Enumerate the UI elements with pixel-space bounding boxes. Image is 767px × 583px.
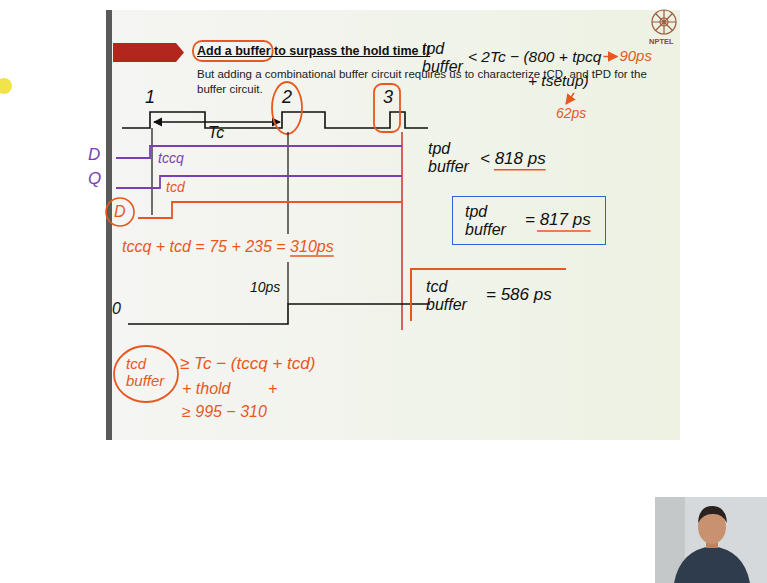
- pointer-highlight: [0, 78, 12, 94]
- period-arrow: [154, 121, 280, 122]
- signal-circle-mark: [106, 198, 134, 226]
- note-arrow: [566, 93, 574, 104]
- result-term: tpd buffer: [465, 203, 513, 238]
- edge-guide-line: [151, 128, 152, 215]
- circled-term: tcd buffer: [126, 356, 174, 389]
- presenter-shirt: [674, 546, 750, 583]
- signal-name: D: [88, 146, 100, 165]
- value-note: 62ps: [556, 106, 586, 121]
- setup-term: tpd buffer: [422, 40, 470, 75]
- signal-name: Q: [88, 170, 101, 189]
- slide-edge: [106, 10, 112, 440]
- term-circle-mark: [114, 346, 178, 402]
- slide-title: Add a buffer to surpass the hold time !!: [197, 45, 430, 59]
- edge-box-mark: [374, 84, 400, 132]
- presenter-webcam: [655, 497, 767, 583]
- clock-edge-number: 3: [383, 88, 393, 108]
- setup-inequality: < 2Tc − (800 + tpcq: [468, 48, 601, 65]
- setup-term: tpd buffer: [428, 140, 476, 175]
- setup-inequality: + tsetup): [528, 72, 589, 89]
- period-label: Tc: [208, 124, 224, 142]
- title-banner: [113, 43, 184, 62]
- d-next-waveform: [138, 202, 402, 218]
- webcam-background: [655, 497, 767, 583]
- logo-ring: [652, 10, 676, 34]
- slide-background: [110, 10, 680, 440]
- hold-inequality: + thold: [182, 380, 230, 398]
- zero-waveform: [128, 304, 430, 324]
- nptel-logo: [652, 10, 676, 34]
- capture-edge-line: [401, 132, 403, 330]
- hold-inequality: ≥ Tc − (tccq + tcd): [180, 355, 315, 374]
- delay-label: 10ps: [250, 280, 280, 295]
- note-arrow: [603, 56, 617, 58]
- clock-edge-number: 1: [145, 88, 155, 108]
- logo-spokes: [652, 10, 676, 34]
- result-term: tcd buffer: [426, 278, 474, 313]
- underline-mark: [494, 169, 546, 171]
- signal-name: 0: [112, 300, 121, 318]
- result-value: = 817 ps: [525, 211, 591, 230]
- presenter-hair: [698, 506, 727, 523]
- edge-guide-line: [287, 262, 288, 304]
- delay-sum: tccq + tcd = 75 + 235 = 310ps: [122, 238, 334, 256]
- q-waveform: [116, 176, 402, 188]
- clock-edge-number: 2: [282, 88, 292, 108]
- edge-circle-mark: [272, 82, 302, 134]
- delay-label: tccq: [158, 151, 184, 166]
- delay-label: tcd: [166, 180, 185, 195]
- value-note: 90ps: [619, 48, 652, 65]
- setup-result: < 818 ps: [480, 150, 546, 169]
- underline-mark: [537, 230, 591, 232]
- underline-mark: [290, 255, 334, 257]
- logo-text: NPTEL: [649, 38, 674, 46]
- result-box: tcd buffer = 586 ps: [410, 268, 566, 321]
- hold-inequality: ≥ 995 − 310: [182, 403, 267, 421]
- signal-name: D: [114, 203, 126, 221]
- hold-inequality: +: [268, 380, 277, 398]
- result-value: = 586 ps: [486, 286, 552, 305]
- result-box: tpd buffer = 817 ps: [452, 196, 606, 245]
- edge-guide-line: [287, 132, 288, 234]
